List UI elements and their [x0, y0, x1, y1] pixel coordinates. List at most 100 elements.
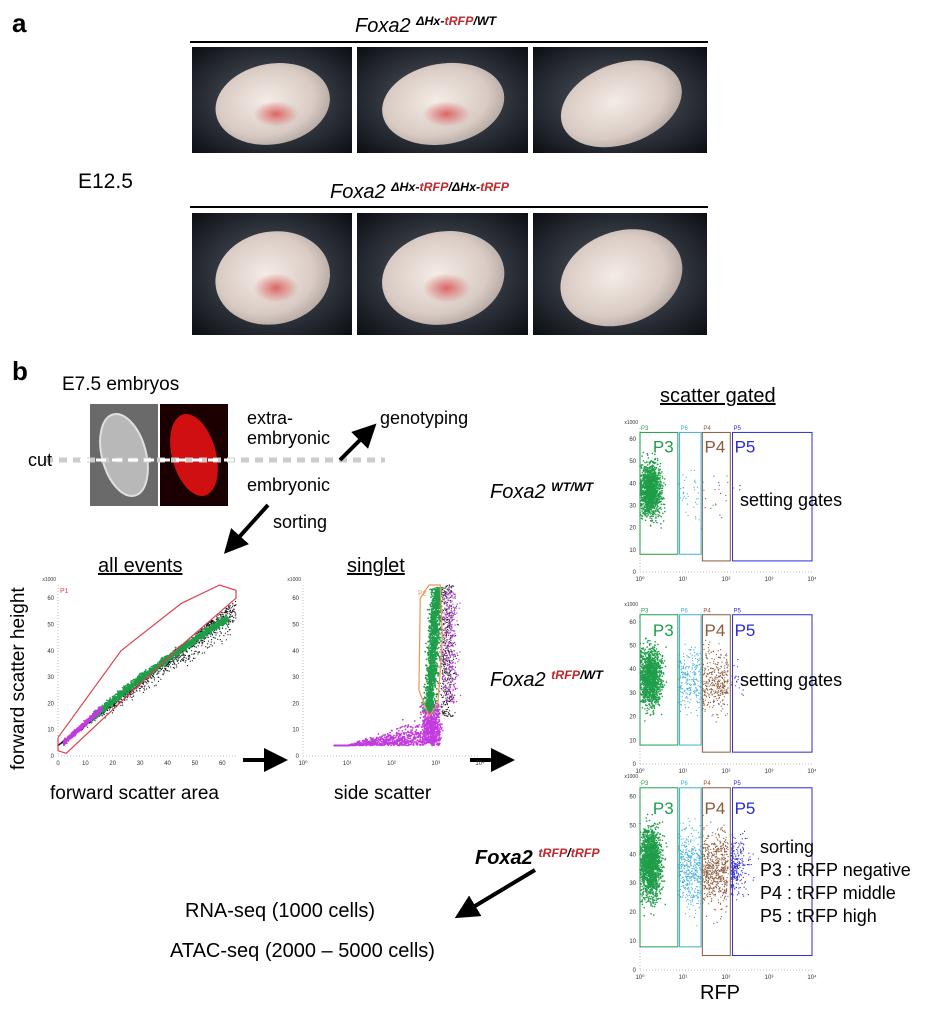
- event-dot: [172, 658, 174, 660]
- event-dot: [210, 635, 212, 637]
- event-dot: [384, 733, 387, 736]
- event-dot: [220, 632, 222, 634]
- event-dot: [221, 617, 224, 620]
- event-dot: [210, 628, 213, 630]
- event-dot: [91, 714, 93, 717]
- event-dot: [176, 659, 178, 661]
- event-dot: [211, 639, 213, 641]
- event-dot: [151, 681, 153, 684]
- event-dot: [214, 637, 216, 639]
- event-dot: [215, 622, 218, 625]
- y-tick-label: 40: [292, 649, 299, 655]
- event-dot: [403, 737, 406, 740]
- event-dot: [132, 695, 134, 697]
- event-dot: [361, 740, 364, 742]
- event-dot: [174, 658, 176, 661]
- event-dot: [86, 719, 89, 721]
- event-dot: [363, 740, 366, 742]
- axis-multiplier: x1000: [287, 577, 301, 583]
- event-dot: [387, 744, 390, 747]
- event-dot: [182, 658, 184, 660]
- event-dot: [127, 687, 129, 690]
- event-dot: [153, 677, 155, 679]
- event-dot: [197, 651, 199, 653]
- event-dot: [109, 698, 111, 701]
- event-dot: [371, 738, 374, 740]
- event-dot: [127, 696, 129, 699]
- event-dot: [141, 686, 143, 688]
- event-dot: [202, 634, 205, 636]
- event-dot: [194, 650, 196, 652]
- event-dot: [375, 737, 378, 740]
- event-dot: [227, 626, 229, 628]
- event-dot: [111, 699, 114, 701]
- event-dot: [412, 739, 414, 742]
- event-dot: [403, 732, 406, 734]
- event-dot: [139, 672, 141, 675]
- event-dot: [380, 740, 383, 743]
- event-dot: [177, 662, 179, 664]
- event-dot: [113, 695, 115, 697]
- event-dot: [183, 656, 185, 659]
- event-dot: [391, 736, 394, 738]
- event-dot: [229, 605, 231, 607]
- event-dot: [197, 637, 199, 640]
- event-dot: [156, 673, 158, 676]
- event-dot: [124, 699, 126, 701]
- event-dot: [81, 724, 84, 727]
- event-dot: [213, 621, 216, 623]
- event-dot: [113, 697, 116, 699]
- event-dot: [197, 642, 199, 644]
- event-dot: [183, 654, 185, 656]
- event-dot: [185, 657, 187, 659]
- event-dot: [411, 727, 414, 729]
- event-dot: [66, 736, 69, 739]
- event-dot: [416, 739, 419, 742]
- event-dot: [410, 732, 412, 734]
- event-dot: [413, 720, 416, 722]
- event-dot: [137, 676, 139, 678]
- event-dot: [129, 688, 132, 691]
- event-dot: [389, 731, 391, 734]
- event-dot: [221, 612, 223, 614]
- event-dot: [193, 645, 195, 647]
- event-dot: [402, 743, 405, 746]
- event-dot: [177, 657, 179, 659]
- event-dot: [74, 734, 76, 737]
- event-dot: [228, 629, 230, 631]
- event-dot: [141, 672, 144, 674]
- event-dot: [106, 699, 108, 702]
- event-dot: [183, 647, 186, 650]
- event-dot: [377, 733, 380, 735]
- event-dot: [231, 611, 233, 613]
- event-dot: [386, 733, 389, 735]
- event-dot: [200, 638, 203, 640]
- x-tick-label: 10³: [431, 761, 440, 767]
- event-dot: [381, 743, 384, 746]
- event-dot: [172, 659, 174, 662]
- event-dot: [411, 733, 414, 736]
- event-dot: [419, 738, 422, 740]
- event-dot: [65, 741, 68, 743]
- event-dot: [225, 628, 227, 630]
- event-dot: [232, 606, 234, 608]
- event-dot: [76, 727, 79, 729]
- event-dot: [350, 743, 353, 746]
- event-dot: [180, 660, 182, 662]
- event-dot: [117, 698, 120, 701]
- event-dot: [161, 665, 164, 668]
- event-dot: [210, 622, 212, 624]
- event-dot: [183, 659, 185, 661]
- event-dot: [431, 744, 434, 747]
- event-dot: [99, 709, 102, 712]
- event-dot: [115, 703, 117, 705]
- event-dot: [209, 631, 212, 634]
- event-dot: [159, 668, 161, 670]
- event-dot: [203, 652, 206, 654]
- event-dot: [74, 730, 77, 733]
- event-dot: [146, 678, 149, 680]
- event-dot: [202, 639, 204, 642]
- event-dot: [217, 638, 219, 641]
- event-dot: [232, 602, 234, 604]
- event-dot: [347, 744, 349, 747]
